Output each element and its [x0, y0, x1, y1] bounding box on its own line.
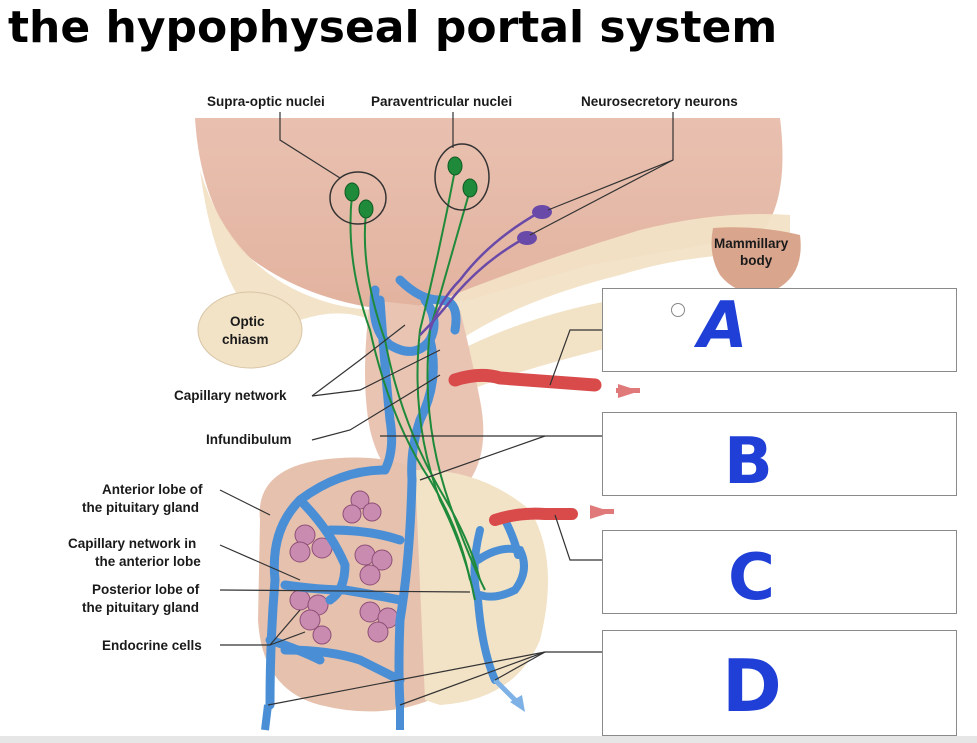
label-mammillary-1: Mammillary	[714, 236, 789, 251]
label-paraventricular: Paraventricular nuclei	[371, 94, 512, 109]
label-supra-optic: Supra-optic nuclei	[207, 94, 325, 109]
optic-chiasm	[197, 291, 303, 369]
answer-box-c[interactable]	[602, 530, 957, 614]
answer-letter-a: A	[698, 289, 748, 363]
label-neurosecretory: Neurosecretory neurons	[581, 94, 738, 109]
answer-box-d[interactable]	[602, 630, 957, 736]
label-posterior-2: the pituitary gland	[82, 600, 199, 615]
neurosecretory-axons-green	[349, 169, 486, 601]
label-mammillary-2: body	[740, 253, 773, 268]
bottom-scrollbar-strip	[0, 736, 977, 743]
label-cap-anterior-1: Capillary network in	[68, 536, 196, 551]
answer-letter-d: D	[722, 644, 782, 728]
label-infundibulum: Infundibulum	[206, 432, 291, 447]
radio-circle-icon[interactable]	[671, 303, 685, 317]
neuron-bodies-green	[344, 156, 478, 219]
label-posterior-1: Posterior lobe of	[92, 582, 200, 597]
answer-letter-c: C	[728, 541, 775, 615]
brain-floor-band	[200, 170, 790, 350]
inferior-hypophyseal-artery	[489, 507, 578, 526]
label-endocrine: Endocrine cells	[102, 638, 202, 653]
label-optic-2: chiasm	[222, 332, 269, 347]
posterior-lobe-shape	[415, 469, 548, 705]
outflow-vessels	[261, 704, 404, 731]
label-capillary-network: Capillary network	[174, 388, 287, 403]
leader-lines	[219, 112, 674, 706]
page-title: the hypophyseal portal system	[8, 2, 778, 53]
neurosecretory-neurons-purple	[419, 210, 541, 336]
posterior-vessels	[470, 516, 528, 684]
endocrine-cell-clusters	[289, 490, 399, 645]
label-optic-1: Optic	[230, 314, 265, 329]
hypothalamus-tissue	[195, 118, 783, 310]
superior-hypophyseal-artery	[448, 368, 602, 392]
paraventricular-nucleus-outline	[434, 143, 490, 211]
answer-letter-b: B	[724, 425, 773, 499]
supra-optic-nucleus-outline	[329, 171, 387, 225]
mammillary-body	[711, 227, 801, 293]
label-anterior-1: Anterior lobe of	[102, 482, 203, 497]
answer-box-b[interactable]	[602, 412, 957, 496]
label-anterior-2: the pituitary gland	[82, 500, 199, 515]
answer-box-a[interactable]	[602, 288, 957, 372]
label-cap-anterior-2: the anterior lobe	[95, 554, 201, 569]
portal-vessels	[265, 275, 461, 710]
